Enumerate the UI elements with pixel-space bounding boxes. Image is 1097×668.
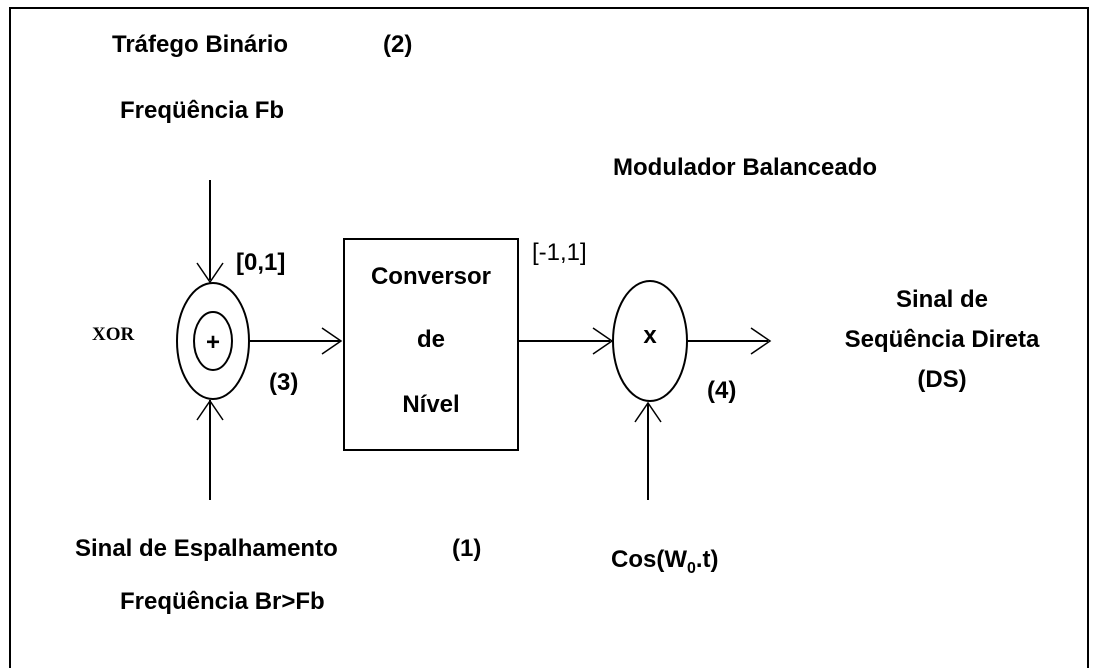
xor-output-arrowhead (321, 327, 343, 355)
xor-outer-circle (176, 282, 250, 400)
level-converter-line3: Nível (402, 391, 459, 418)
modulator-output-tag: (4) (707, 377, 736, 404)
carrier-label: Cos(W0.t) (611, 546, 719, 577)
carrier-prefix: Cos(W (611, 546, 687, 573)
spreading-signal-label: Sinal de Espalhamento (75, 535, 338, 562)
xor-output-tag: (3) (269, 369, 298, 396)
spreading-signal-frequency: Freqüência Br>Fb (120, 588, 325, 615)
spreading-signal-tag: (1) (452, 535, 481, 562)
converter-output-range: [-1,1] (532, 239, 587, 266)
binary-traffic-tag: (2) (383, 31, 412, 58)
binary-traffic-label: Tráfego Binário (112, 31, 288, 58)
output-signal-line1: Sinal de (896, 286, 988, 313)
diagram-frame (9, 7, 1089, 668)
modulator-output-arrowhead (750, 327, 772, 355)
output-signal-line3: (DS) (917, 366, 966, 393)
xor-symbol: + (206, 329, 220, 356)
output-signal-line2: Seqüência Direta (845, 326, 1040, 353)
carrier-input-arrowhead (634, 401, 662, 423)
carrier-suffix: .t) (696, 546, 719, 573)
level-converter-line2: de (417, 326, 445, 353)
level-converter-box (343, 238, 519, 451)
carrier-subscript: 0 (687, 560, 696, 577)
binary-traffic-frequency: Freqüência Fb (120, 97, 284, 124)
binary-input-arrowhead (196, 262, 224, 284)
xor-label: XOR (92, 324, 135, 345)
modulator-title: Modulador Balanceado (613, 154, 877, 181)
modulator-symbol: x (643, 322, 657, 349)
xor-input-range: [0,1] (236, 249, 285, 276)
xor-inner-circle (193, 311, 233, 371)
level-converter-line1: Conversor (371, 263, 491, 290)
spreading-input-arrowhead (196, 399, 224, 421)
